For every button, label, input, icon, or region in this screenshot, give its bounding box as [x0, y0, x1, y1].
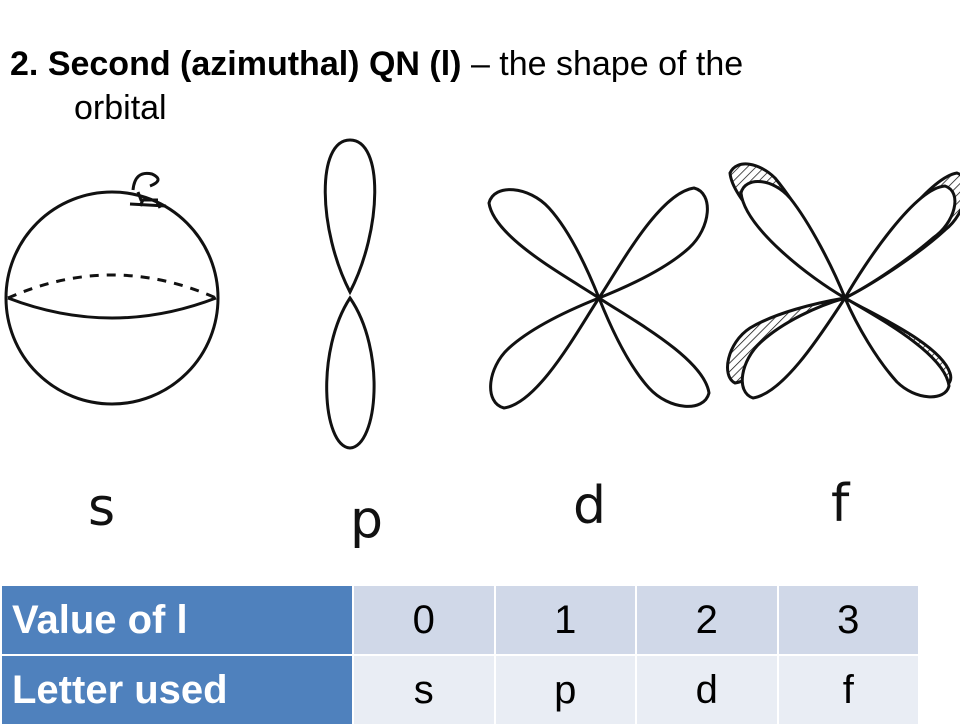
table-cell: 0	[352, 584, 496, 656]
table-row: Value of l 0 1 2 3	[0, 584, 920, 656]
heading-rest-text: – the shape of the	[470, 45, 744, 83]
orbital-letter-f: f	[831, 474, 850, 534]
d-orbital-cloverleaf-icon	[487, 186, 711, 410]
row-header-value-of-l: Value of l	[0, 584, 354, 656]
quantum-number-table: Value of l 0 1 2 3 Letter used s p d f	[0, 584, 920, 726]
person-on-sphere-icon	[129, 171, 167, 209]
orbital-letter-d: d	[573, 476, 607, 536]
table-row: Letter used s p d f	[0, 654, 920, 726]
table-cell: s	[352, 654, 496, 726]
row-header-letter-used: Letter used	[0, 654, 354, 726]
heading-number: 2.	[10, 45, 39, 83]
p-orbital-dumbbell-icon	[323, 138, 377, 450]
heading-bold-text: Second (azimuthal) QN (l)	[47, 45, 462, 83]
slide-heading: 2. Second (azimuthal) QN (l) – the shape…	[10, 42, 930, 130]
table-cell: f	[776, 654, 920, 726]
table-cell: p	[493, 654, 637, 726]
heading-continuation: orbital	[74, 89, 167, 127]
table-cell: 1	[493, 584, 637, 656]
table-cell: 2	[635, 584, 779, 656]
table-cell: d	[635, 654, 779, 726]
f-orbital-shaded-lobes-icon	[726, 162, 960, 400]
orbital-letter-p: p	[350, 490, 384, 550]
orbital-letter-s: s	[88, 478, 116, 538]
table-cell: 3	[776, 584, 920, 656]
s-orbital-sphere-icon	[4, 171, 220, 406]
